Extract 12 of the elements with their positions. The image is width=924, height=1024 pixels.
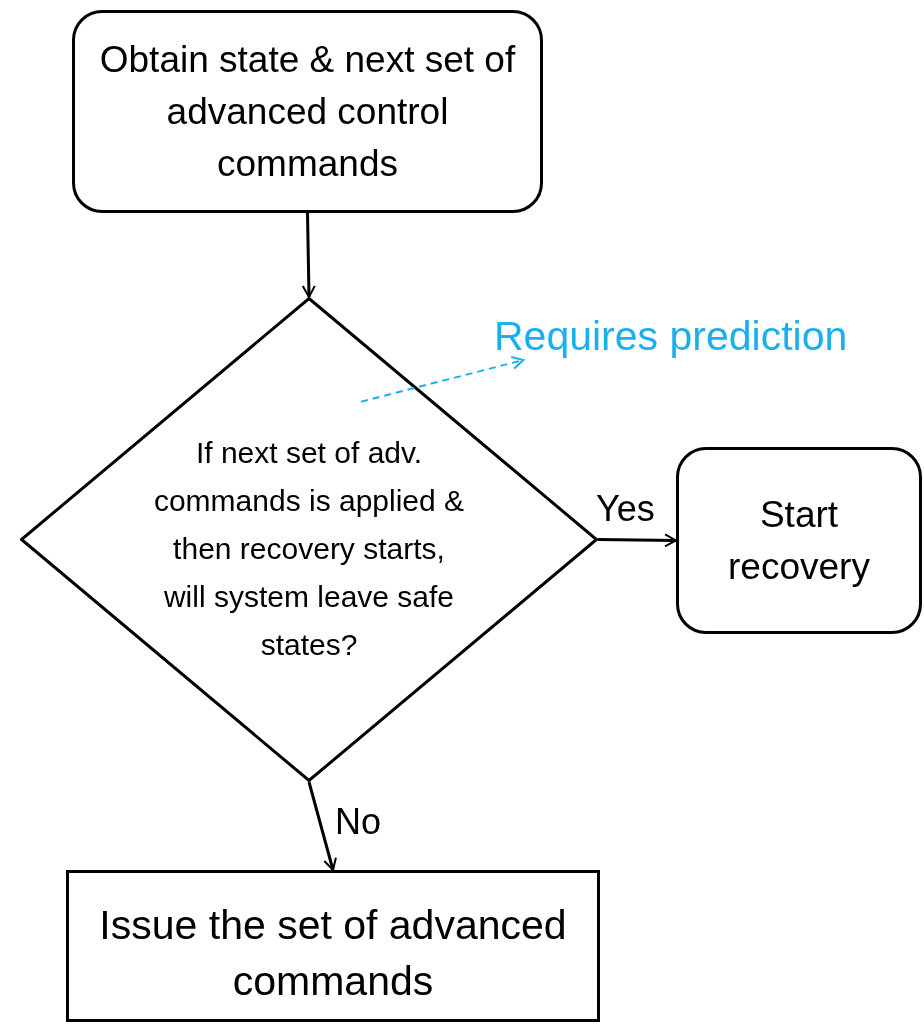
node-text: If next set of adv. commands is applied & then recovery starts, will system leave safe states? [153, 436, 465, 661]
node-text: Obtain state & next set of advanced control commands [98, 37, 517, 186]
arrow [307, 781, 337, 871]
node-text: Requires prediction [494, 312, 848, 360]
process-box [66, 870, 600, 1022]
arrow [597, 533, 677, 548]
node-text: Issue the set of advanced commands [98, 901, 568, 1006]
process-box [72, 10, 543, 213]
arrow [301, 212, 316, 298]
node-text: Start recovery [727, 492, 871, 589]
leader-line [360, 355, 525, 403]
process-box [676, 447, 922, 634]
